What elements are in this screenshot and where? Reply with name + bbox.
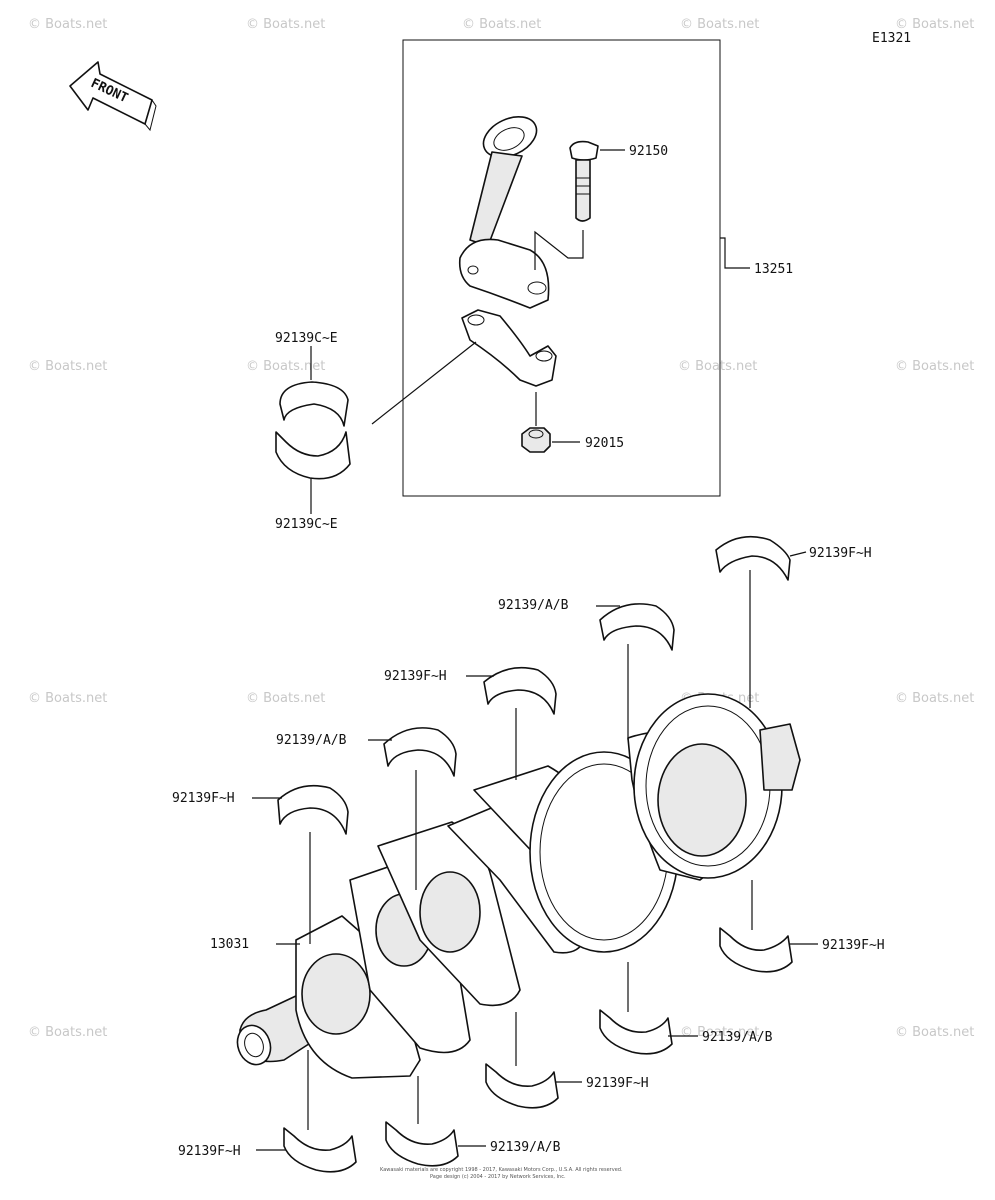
watermark: © Boats.net [680,17,759,32]
watermark: © Boats.net [462,17,541,32]
part-number-label[interactable]: 92139/A/B [490,1140,561,1155]
watermark: © Boats.net [678,359,757,374]
watermark: © Boats.net [28,359,107,374]
copyright-line: Page design (c) 2004 - 2017 by Network S… [430,1174,566,1180]
part-number-label[interactable]: 92139F~H [178,1144,241,1159]
watermark: © Boats.net [895,359,974,374]
main-bearing-icon [383,727,457,777]
conrod-bolt-icon [569,140,599,222]
main-bearing-icon [715,535,791,581]
part-number-label[interactable]: 13251 [754,262,793,277]
connecting-rod-icon [458,116,550,309]
watermark: © Boats.net [246,359,325,374]
part-number-label[interactable]: 92015 [585,436,624,451]
watermark: © Boats.net [680,1025,759,1040]
diagram-code: E1321 [872,31,911,46]
watermark: © Boats.net [246,691,325,706]
part-number-label[interactable]: 92139F~H [822,938,885,953]
conrod-nut-icon [521,427,551,453]
main-bearing-icon [283,1127,357,1173]
watermark: © Boats.net [246,17,325,32]
part-number-label[interactable]: 92139/A/B [702,1030,773,1045]
part-number-label[interactable]: 92139/A/B [498,598,569,613]
main-bearing-icon [277,784,349,835]
front-arrow-icon: FRONT [69,61,157,132]
crankshaft-icon [236,693,801,1079]
copyright-line: Kawasaki materials are copyright 1998 - … [380,1167,623,1173]
part-number-label[interactable]: 92139F~H [384,669,447,684]
part-number-label[interactable]: 13031 [210,937,249,952]
conrod-bearing-lower-icon [275,431,351,480]
part-number-label[interactable]: 92139C~E [275,517,338,532]
watermark: © Boats.net [28,1025,107,1040]
watermark: © Boats.net [895,17,974,32]
part-number-label[interactable]: 92139F~H [809,546,872,561]
part-number-label[interactable]: 92139C~E [275,331,338,346]
watermark: © Boats.net [28,691,107,706]
part-number-label[interactable]: 92139/A/B [276,733,347,748]
part-labels: 92150 13251 92139C~E 92139C~E 92015 9213… [172,144,885,1159]
watermark: © Boats.net [895,1025,974,1040]
watermark: © Boats.net [28,17,107,32]
rod-cap-icon [461,309,557,387]
main-bearing-icon [483,666,557,715]
part-number-label[interactable]: 92150 [629,144,668,159]
main-bearing-icon [485,1063,559,1109]
main-bearing-icon [719,927,793,973]
watermark: © Boats.net [895,691,974,706]
part-number-label[interactable]: 92139F~H [586,1076,649,1091]
conrod-assembly-box [402,39,721,497]
main-bearing-icon [599,603,675,651]
part-number-label[interactable]: 92139F~H [172,791,235,806]
conrod-bearing-upper-icon [279,381,349,427]
main-bearing-icon [385,1121,459,1167]
leader-lines [252,149,818,1151]
main-bearing-icon [599,1009,673,1055]
